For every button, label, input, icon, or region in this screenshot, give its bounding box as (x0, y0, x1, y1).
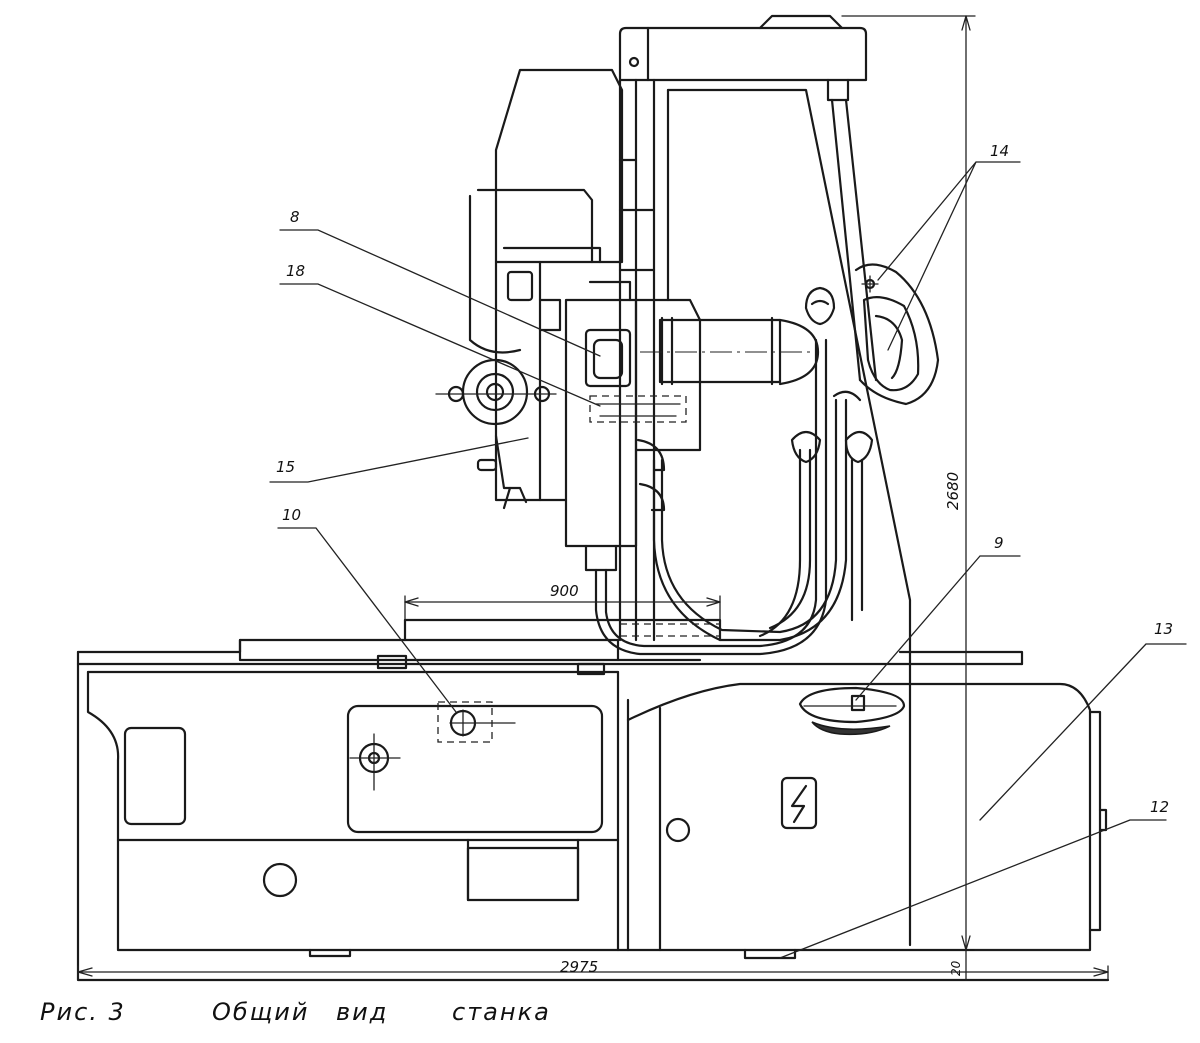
caption-word-3: станка (452, 998, 551, 1026)
machine-column (618, 14, 912, 947)
dimension-900-label: 900 (550, 582, 579, 600)
dimension-2680-label: 2680 (944, 472, 962, 510)
caption-word-1: Общий (212, 998, 310, 1026)
handwheel-9 (798, 686, 906, 736)
callout-14-label: 14 (990, 142, 1009, 160)
callout-12-label: 12 (1150, 798, 1169, 816)
dimension-overall-length: 2975 (77, 958, 1109, 981)
wheel-guard-14 (854, 263, 940, 406)
electrical-hazard-sign (780, 776, 818, 830)
feed-box (564, 280, 702, 572)
figure-caption: Рис. 3 Общий вид станка (40, 998, 551, 1026)
dimension-2975-label: 2975 (560, 958, 598, 976)
electrical-cabinet-door (346, 701, 604, 834)
callout-12: 12 (779, 798, 1169, 959)
grinding-head (468, 68, 624, 502)
callout-15: 15 (269, 437, 529, 483)
dimension-20-label: 20 (949, 960, 963, 976)
callout-14: 14 (877, 142, 1021, 351)
dimension-table-travel: 900 (404, 582, 721, 641)
callout-18-label: 18 (286, 262, 305, 280)
callout-10: 10 (277, 506, 457, 713)
callout-13-label: 13 (1154, 620, 1173, 638)
callout-9: 9 (855, 534, 1021, 701)
callout-8: 8 (279, 208, 601, 357)
callout-13: 13 (979, 620, 1187, 821)
callout-9-label: 9 (994, 534, 1004, 552)
dimension-base-offset: 20 (949, 949, 967, 981)
caption-word-2: вид (336, 998, 388, 1026)
spindle-ram (640, 316, 820, 386)
figure-number: Рис. 3 (40, 998, 126, 1026)
callout-18: 18 (279, 262, 601, 407)
callout-10-label: 10 (282, 506, 301, 524)
dimension-overall-height: 2680 (841, 15, 1091, 951)
callout-15-label: 15 (276, 458, 295, 476)
hydraulic-hoses (594, 286, 874, 656)
callout-8-label: 8 (290, 208, 300, 226)
machine-bed (76, 618, 1110, 982)
